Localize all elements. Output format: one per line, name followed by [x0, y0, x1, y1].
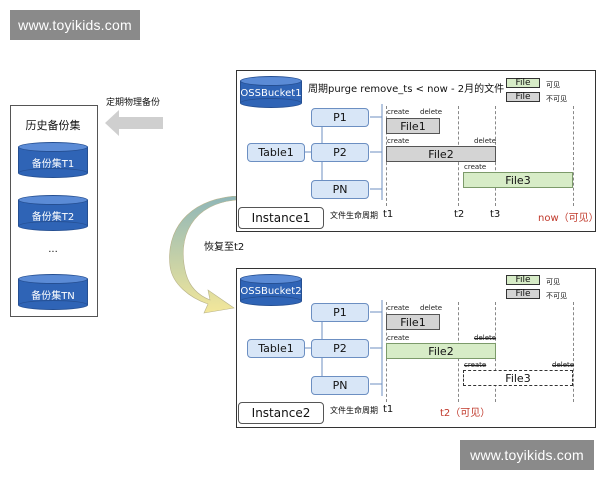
panel2-tick-t1: t1	[383, 404, 394, 415]
history-title: 历史备份集	[25, 119, 81, 132]
legend2-visible-text: 可见	[546, 278, 560, 286]
panel1-title: 周期purge remove_ts < now - 2月的文件	[308, 84, 505, 95]
panel1-file2-bar: File2	[386, 146, 496, 162]
panel2-file1-bar: File1	[386, 314, 440, 330]
backup-set-t1: 备份集T1	[18, 142, 88, 178]
panel1-file1-bar: File1	[386, 118, 440, 134]
oss-bucket2: OSSBucket2	[240, 274, 302, 306]
panel2-file2-delete: delete	[474, 334, 497, 342]
panel1-p2: P2	[311, 143, 369, 162]
legend2-invisible-text: 不可见	[546, 292, 567, 300]
legend2-invisible: File	[506, 289, 540, 299]
panel2-table1: Table1	[247, 339, 305, 358]
backup-arrow-icon	[105, 110, 163, 136]
restore-arrow-icon	[169, 196, 237, 314]
backup-arrow-label: 定期物理备份	[106, 98, 161, 108]
panel2-file3-create: create	[464, 361, 487, 369]
panel1-now-label: now（可见）	[538, 213, 599, 224]
panel1-tick-t1: t1	[383, 209, 394, 220]
panel1-tick-t3: t3	[490, 209, 501, 220]
panel2-file3-bar: File3	[463, 370, 573, 386]
backup-ellipsis: ...	[48, 244, 58, 255]
panel1-pn: PN	[311, 180, 369, 199]
panel1-tick-t2: t2	[454, 209, 465, 220]
backup-set-t2: 备份集T2	[18, 195, 88, 231]
legend1-visible: File	[506, 78, 540, 88]
panel2-file3-delete: delete	[552, 361, 575, 369]
watermark-top: www.toyikids.com	[10, 10, 140, 40]
oss-bucket1: OSSBucket1	[240, 76, 302, 108]
instance2-label: Instance2	[238, 402, 324, 424]
panel1-file1-create: create	[387, 108, 410, 116]
panel2-file1-create: create	[387, 304, 410, 312]
panel2-file2-bar: File2	[386, 343, 496, 359]
panel2-file2-create: create	[387, 334, 410, 342]
panel1-file2-create: create	[387, 137, 410, 145]
panel1-file2-delete: delete	[474, 137, 497, 145]
panel2-t2-label: t2（可见）	[440, 408, 491, 419]
legend2-visible: File	[506, 275, 540, 285]
instance1-label: Instance1	[238, 207, 324, 229]
panel2-p1: P1	[311, 303, 369, 322]
panel2-p2: P2	[311, 339, 369, 358]
panel1-lifecycle-label: 文件生命周期	[330, 211, 378, 220]
legend1-visible-text: 可见	[546, 81, 560, 89]
panel2-file1-delete: delete	[420, 304, 443, 312]
panel1-file3-bar: File3	[463, 172, 573, 188]
backup-set-tn: 备份集TN	[18, 274, 88, 310]
restore-label: 恢复至t2	[204, 242, 245, 253]
legend1-invisible: File	[506, 92, 540, 102]
panel2-pn: PN	[311, 376, 369, 395]
panel1-p1: P1	[311, 108, 369, 127]
watermark-bottom: www.toyikids.com	[460, 440, 594, 470]
legend1-invisible-text: 不可见	[546, 95, 567, 103]
panel2-now-line	[573, 302, 574, 402]
panel2-lifecycle-label: 文件生命周期	[330, 406, 378, 415]
panel1-table1: Table1	[247, 143, 305, 162]
panel1-now-line	[573, 106, 574, 206]
panel1-file1-delete: delete	[420, 108, 443, 116]
panel1-file3-create: create	[464, 163, 487, 171]
